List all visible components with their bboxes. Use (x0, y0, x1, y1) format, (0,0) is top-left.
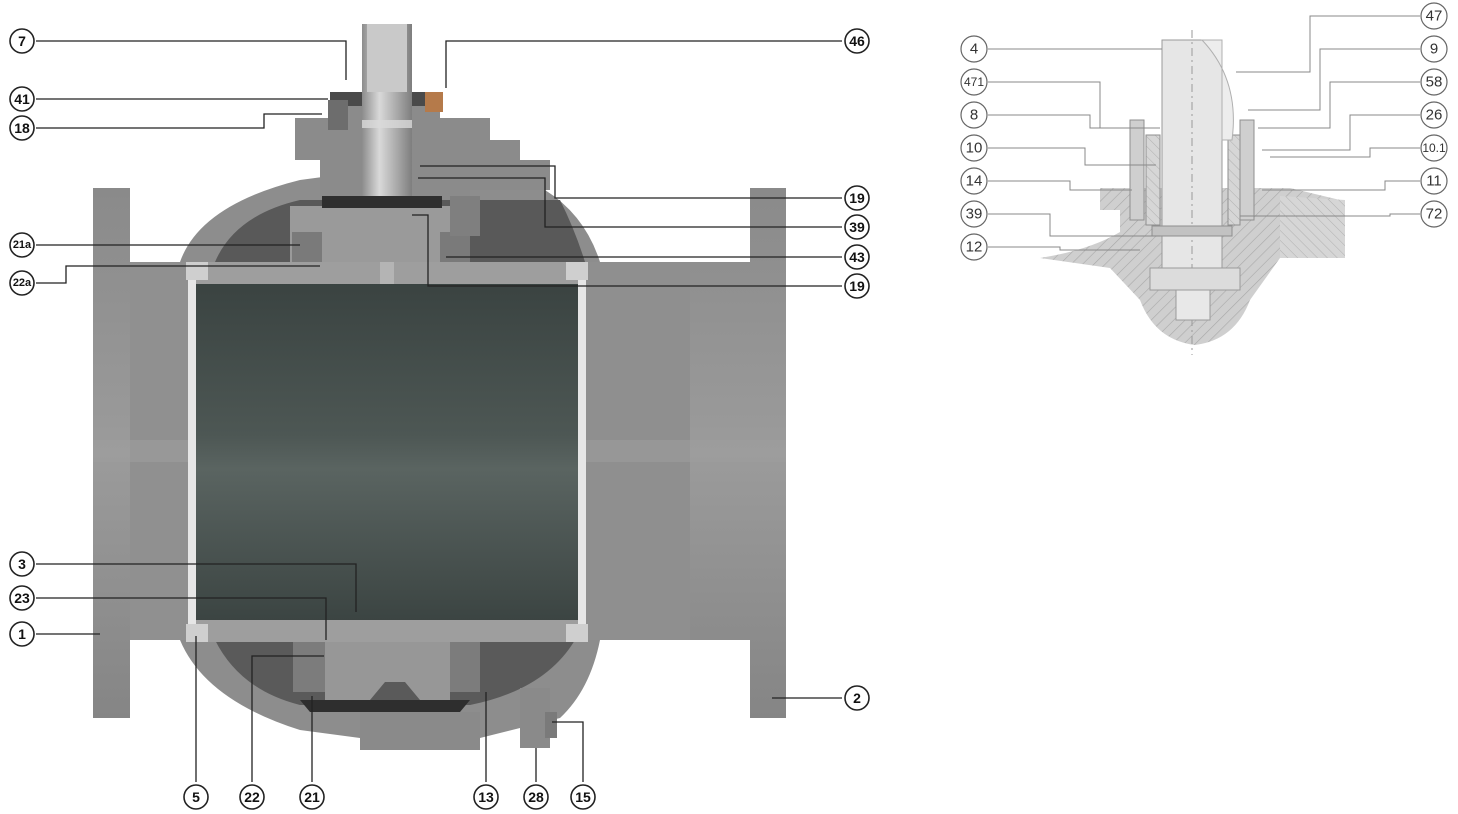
callout-13: 13 (473, 784, 499, 810)
svg-text:22a: 22a (13, 277, 32, 289)
svg-text:14: 14 (966, 173, 983, 190)
callout-46: 46 (844, 28, 870, 54)
svg-text:72: 72 (1426, 206, 1443, 223)
svg-text:5: 5 (192, 789, 200, 805)
callout-19-lower: 19 (844, 273, 870, 299)
detail-callouts: 4 471 8 10 14 39 12 47 9 58 26 10.1 11 7… (960, 2, 1448, 261)
svg-text:3: 3 (18, 556, 26, 572)
detail-callout-47: 47 (1420, 2, 1448, 30)
svg-text:41: 41 (14, 91, 30, 107)
callout-1: 1 (9, 621, 35, 647)
svg-text:28: 28 (528, 789, 544, 805)
svg-text:19: 19 (849, 278, 865, 294)
svg-text:12: 12 (966, 239, 983, 256)
svg-text:58: 58 (1426, 74, 1443, 91)
callout-28: 28 (523, 784, 549, 810)
svg-text:10: 10 (966, 140, 983, 157)
callout-43: 43 (844, 244, 870, 270)
svg-text:21a: 21a (13, 239, 32, 251)
svg-text:13: 13 (478, 789, 494, 805)
ball (195, 282, 580, 622)
svg-text:39: 39 (966, 206, 983, 223)
callout-3: 3 (9, 551, 35, 577)
svg-text:7: 7 (18, 33, 26, 49)
detail-leader-lines (988, 15, 1420, 251)
detail-callout-4: 4 (960, 35, 988, 63)
callout-21a: 21a (9, 232, 35, 258)
detail-callout-10-1: 10.1 (1420, 134, 1448, 162)
callout-41: 41 (9, 86, 35, 112)
detail-callout-12: 12 (960, 233, 988, 261)
callout-7: 7 (9, 28, 35, 54)
stem-detail-section (1040, 30, 1345, 355)
callout-18: 18 (9, 115, 35, 141)
svg-text:26: 26 (1426, 107, 1443, 124)
detail-callout-72: 72 (1420, 200, 1448, 228)
detail-callout-11: 11 (1420, 167, 1448, 195)
svg-text:9: 9 (1430, 41, 1438, 58)
svg-text:471: 471 (964, 75, 984, 89)
main-valve-section (93, 24, 786, 750)
svg-text:43: 43 (849, 249, 865, 265)
svg-text:47: 47 (1426, 8, 1443, 25)
detail-callout-471: 471 (960, 68, 988, 96)
callout-39: 39 (844, 214, 870, 240)
svg-text:19: 19 (849, 190, 865, 206)
detail-callout-10: 10 (960, 134, 988, 162)
svg-text:22: 22 (244, 789, 260, 805)
callout-19-upper: 19 (844, 185, 870, 211)
detail-callout-8: 8 (960, 101, 988, 129)
callout-5: 5 (183, 784, 209, 810)
callout-15: 15 (570, 784, 596, 810)
main-callouts: 7 41 18 21a 22a 46 19 39 43 19 3 23 1 2 … (9, 28, 870, 810)
callout-21: 21 (299, 784, 325, 810)
detail-callout-14: 14 (960, 167, 988, 195)
svg-text:4: 4 (970, 41, 978, 58)
svg-text:21: 21 (304, 789, 320, 805)
callout-22: 22 (239, 784, 265, 810)
svg-text:11: 11 (1426, 173, 1442, 190)
svg-text:46: 46 (849, 33, 865, 49)
svg-text:15: 15 (575, 789, 591, 805)
svg-text:1: 1 (18, 626, 26, 642)
svg-text:23: 23 (14, 590, 30, 606)
bonnet (295, 105, 550, 200)
detail-callout-26: 26 (1420, 101, 1448, 129)
svg-text:2: 2 (853, 690, 861, 706)
detail-callout-39: 39 (960, 200, 988, 228)
svg-text:18: 18 (14, 120, 30, 136)
svg-text:10.1: 10.1 (1422, 141, 1446, 155)
callout-22a: 22a (9, 270, 35, 296)
svg-text:39: 39 (849, 219, 865, 235)
callout-23: 23 (9, 585, 35, 611)
detail-callout-9: 9 (1420, 35, 1448, 63)
detail-callout-58: 58 (1420, 68, 1448, 96)
main-leader-lines (36, 40, 842, 782)
svg-text:8: 8 (970, 107, 978, 124)
callout-2: 2 (844, 685, 870, 711)
